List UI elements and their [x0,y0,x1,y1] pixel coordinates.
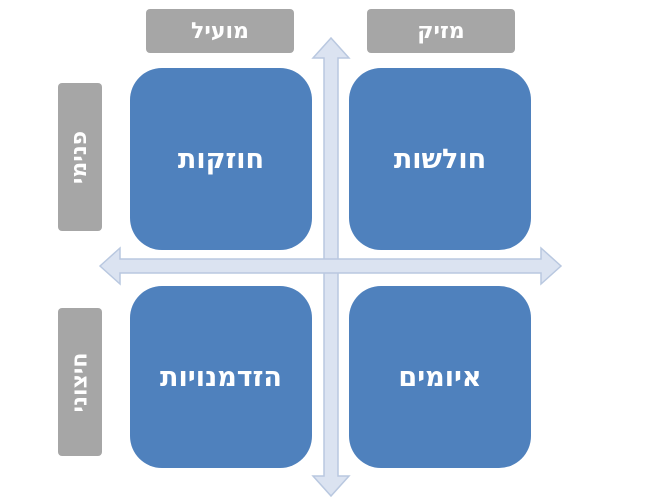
horizontal-axis-arrow [98,246,563,286]
column-label-harmful-text: מזיק [417,18,465,44]
quadrant-opportunities-label: הזדמנויות [160,361,282,393]
quadrant-weaknesses: חולשות [349,68,531,250]
quadrant-threats: איומים [349,286,531,468]
quadrant-strengths-label: חוזקות [177,143,265,175]
row-label-external: חיצוני [58,308,102,456]
quadrant-threats-label: איומים [398,361,482,393]
column-label-beneficial: מועיל [146,9,294,53]
row-label-internal-text: פנימי [67,130,93,184]
row-label-external-text: חיצוני [67,352,93,412]
column-label-beneficial-text: מועיל [191,18,249,44]
quadrant-opportunities: הזדמנויות [130,286,312,468]
quadrant-strengths: חוזקות [130,68,312,250]
quadrant-weaknesses-label: חולשות [393,143,487,175]
column-label-harmful: מזיק [367,9,515,53]
row-label-internal: פנימי [58,83,102,231]
